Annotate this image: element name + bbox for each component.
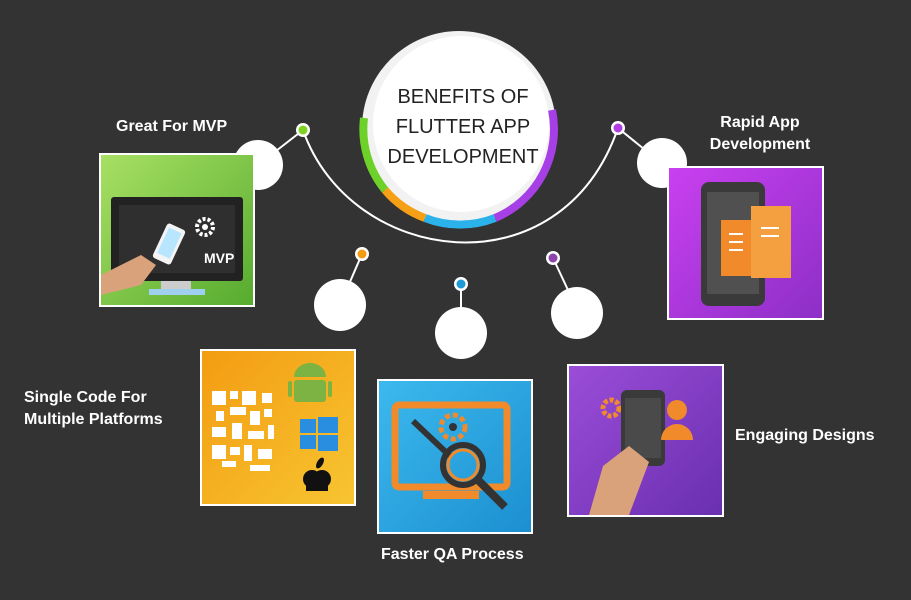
center-title-line3: DEVELOPMENT [387, 146, 539, 168]
dot-qa [456, 279, 466, 289]
dot-engaging [548, 253, 558, 263]
tile-rapid [667, 166, 824, 320]
dot-mvp [298, 125, 308, 135]
center-circle [373, 36, 549, 212]
user-icon [661, 400, 693, 440]
android-icon [288, 363, 332, 402]
windows-icon [300, 417, 338, 451]
center-title-line1: BENEFITS OF [397, 86, 529, 108]
phone-in-hand-icon [589, 390, 665, 515]
qr-code-icon [212, 391, 274, 471]
gear-icon [438, 412, 468, 442]
bubble-single-code [314, 279, 366, 331]
ring-purple [493, 109, 558, 222]
qa-illustration [391, 401, 511, 510]
label-faster-qa: Faster QA Process [381, 546, 524, 563]
center-title-line2: FLUTTER APP [395, 116, 531, 138]
mvp-screen-text: MVP [204, 250, 235, 266]
bubble-qa [435, 307, 487, 359]
phone-in-hand-icon [101, 223, 186, 295]
tile-engaging [567, 364, 724, 517]
single-code-illustration [212, 363, 338, 491]
label-single-code-line2: Multiple Platforms [24, 411, 163, 428]
rapid-illustration [701, 182, 791, 306]
label-single-code: Single Code For Multiple Platforms [24, 387, 163, 431]
wrench-icon [410, 418, 454, 460]
gear-icon [600, 397, 622, 419]
label-rapid-line2: Development [709, 136, 811, 153]
label-great-for-mvp: Great For MVP [116, 118, 228, 135]
label-engaging-designs: Engaging Designs [735, 427, 875, 444]
tile-single-code [200, 349, 356, 506]
gear-icon [195, 217, 215, 237]
dot-rapid [613, 123, 623, 133]
connector-arc [302, 127, 619, 244]
label-single-code-line1: Single Code For [24, 389, 147, 406]
tile-mvp: MVP [99, 153, 255, 307]
label-rapid-app-development: Rapid App Development [700, 112, 820, 156]
bubble-engaging [551, 287, 603, 339]
ring-green [359, 117, 389, 193]
label-rapid-line1: Rapid App [720, 114, 800, 131]
receipt-icon [721, 206, 791, 278]
center-title: BENEFITS OF FLUTTER APP DEVELOPMENT [383, 82, 543, 172]
dot-single-code [357, 249, 367, 259]
tile-qa [377, 379, 533, 534]
monitor-icon [391, 401, 511, 491]
magnifier-icon [440, 442, 508, 510]
apple-icon [303, 457, 331, 491]
mvp-illustration [101, 197, 243, 295]
ring-orange [381, 187, 427, 222]
ring-blue [423, 214, 497, 229]
engaging-illustration [589, 390, 693, 515]
